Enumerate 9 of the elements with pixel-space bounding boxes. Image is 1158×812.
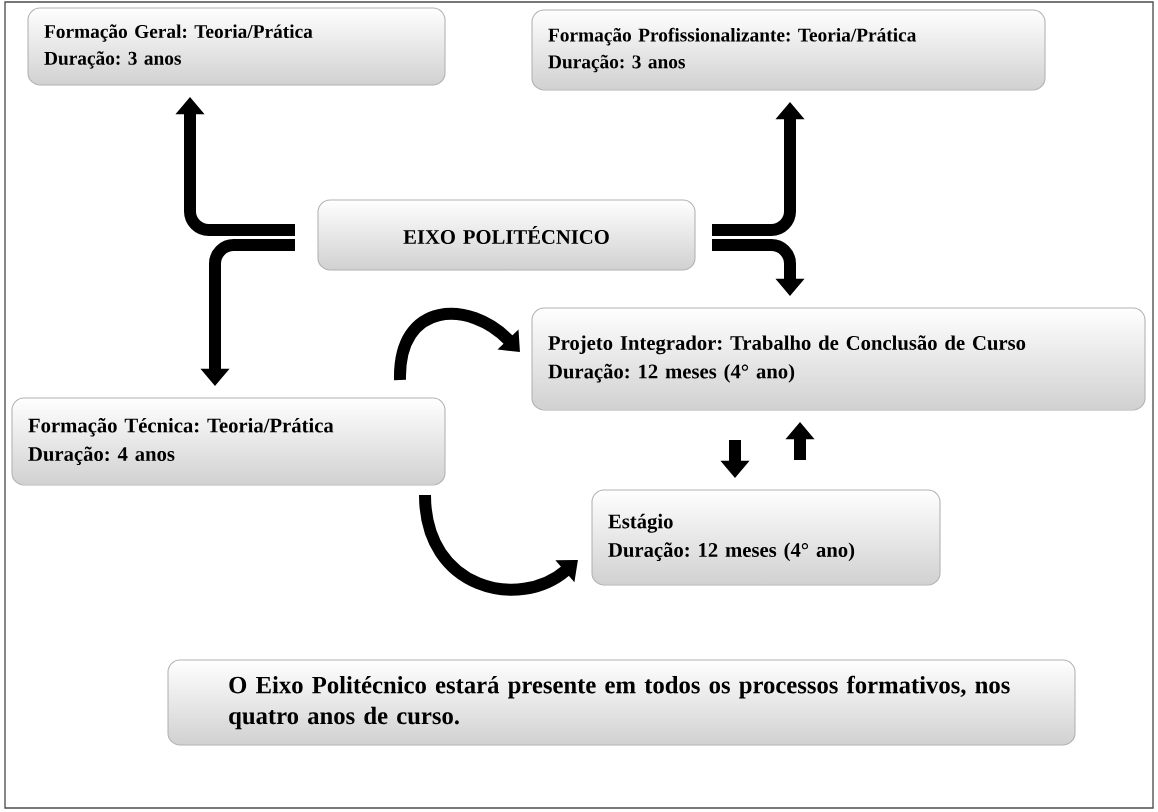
- process-box: Formação Geral: Teoria/Prática Duração: 3 anos: [27, 7, 446, 86]
- note-box: O Eixo Politécnico estará presente em todos os processos formativos, nos quatro anos de curso.: [167, 659, 1076, 746]
- process-box: Estágio Duração: 12 meses (4° ano): [591, 489, 941, 586]
- process-box: Formação Técnica: Teoria/Prática Duração: 4 anos: [11, 397, 446, 486]
- process-box: Formação Profissionalizante: Teoria/Prática Duração: 3 anos: [531, 9, 1046, 91]
- process-box: Projeto Integrador: Trabalho de Conclusão de Curso Duração: 12 meses (4° ano): [531, 307, 1146, 411]
- central-box: EIXO POLITÉCNICO: [317, 199, 696, 271]
- arrow: [419, 494, 578, 596]
- arrow: [394, 307, 520, 381]
